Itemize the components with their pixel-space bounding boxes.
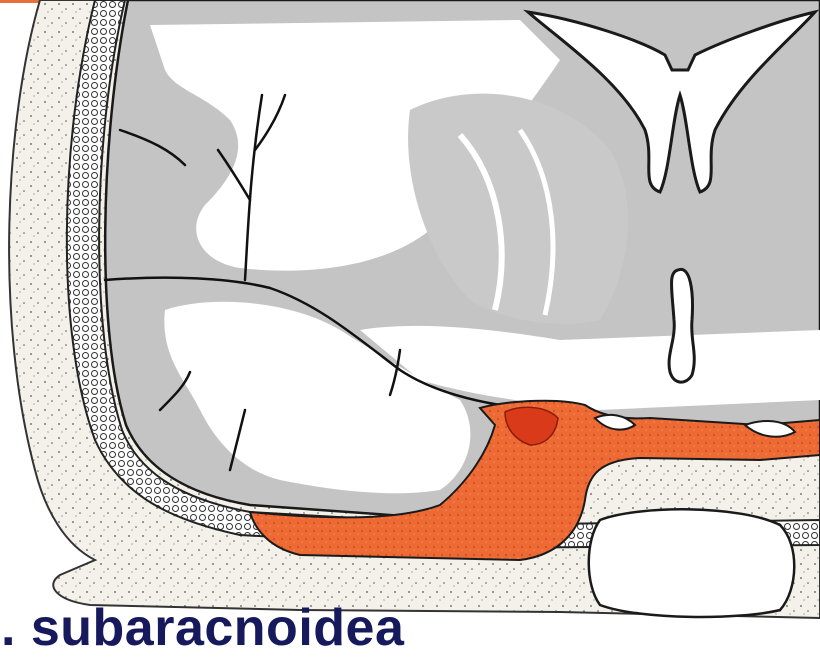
third-ventricle [669,269,694,382]
caption-label: l. subaracnoidea [0,598,404,658]
sinus-cavity [589,509,795,617]
